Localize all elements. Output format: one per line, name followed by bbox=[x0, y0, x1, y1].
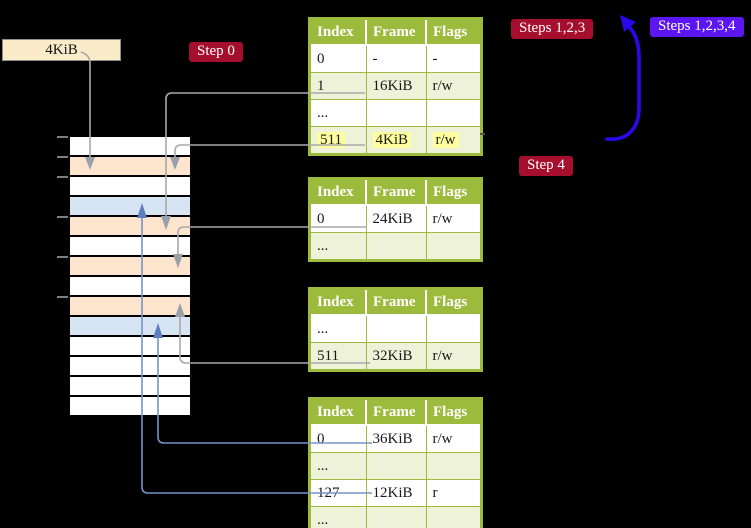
table-row: 511 32KiB r/w bbox=[309, 342, 482, 371]
steps1234-label: Steps 1,2,3,4 bbox=[650, 17, 744, 37]
table-cell: ... bbox=[309, 314, 367, 343]
frame-boundary-tick bbox=[57, 296, 68, 298]
table-cell: 511 bbox=[309, 342, 367, 371]
steps-loop-arrow bbox=[605, 24, 641, 141]
table-cell bbox=[425, 452, 482, 480]
table-cell: 36KiB bbox=[365, 424, 427, 453]
table-header-row: Index Frame Flags bbox=[308, 177, 483, 206]
page-table-level3: Index Frame Flags 0 24KiB r/w ... bbox=[308, 177, 483, 262]
table-cell: r/w bbox=[425, 72, 482, 100]
memory-stack bbox=[70, 137, 190, 417]
memory-row bbox=[70, 137, 190, 155]
table-cell: 0 bbox=[309, 44, 367, 73]
page-table-level2: Index Frame Flags ... 511 32KiB r/w bbox=[308, 287, 483, 372]
step0-label: Step 0 bbox=[189, 42, 243, 62]
table-row: 0 - - bbox=[309, 44, 482, 73]
memory-row bbox=[70, 237, 190, 255]
table-cell: 127 bbox=[309, 479, 367, 507]
table-cell: 24KiB bbox=[365, 204, 427, 233]
column-header-index: Index bbox=[308, 177, 367, 206]
table-cell: 0 bbox=[309, 424, 367, 453]
column-header-frame: Frame bbox=[365, 177, 427, 206]
table-cell bbox=[365, 452, 427, 480]
table-row: ... bbox=[309, 506, 482, 528]
table-cell bbox=[365, 506, 427, 528]
memory-row bbox=[70, 157, 190, 175]
step4-label: Step 4 bbox=[519, 156, 573, 176]
table-cell bbox=[365, 314, 427, 343]
table-cell: ... bbox=[309, 99, 367, 127]
table-row: 0 24KiB r/w bbox=[309, 204, 482, 233]
table-cell bbox=[365, 232, 427, 261]
table-cell bbox=[425, 506, 482, 528]
table-cell: ... bbox=[309, 232, 367, 261]
table-cell: 511 bbox=[309, 126, 367, 155]
memory-row bbox=[70, 257, 190, 275]
table-header-row: Index Frame Flags bbox=[308, 397, 483, 426]
column-header-flags: Flags bbox=[425, 17, 483, 46]
table-cell bbox=[365, 99, 427, 127]
memory-row bbox=[70, 197, 190, 215]
table-cell: r/w bbox=[425, 204, 482, 233]
table-cell: ... bbox=[309, 506, 367, 528]
frame-boundary-tick bbox=[57, 156, 68, 158]
frame-boundary-tick bbox=[57, 256, 68, 258]
frame-boundary-tick bbox=[57, 136, 68, 138]
table-cell: 16KiB bbox=[365, 72, 427, 100]
table-cell bbox=[425, 99, 482, 127]
memory-row bbox=[70, 277, 190, 295]
frame-boundary-tick bbox=[57, 176, 68, 178]
column-header-frame: Frame bbox=[365, 287, 427, 316]
highlighted-value: 511 bbox=[317, 131, 345, 148]
column-header-frame: Frame bbox=[365, 17, 427, 46]
table-row: ... bbox=[309, 452, 482, 480]
table-cell: 4KiB bbox=[365, 126, 427, 155]
table-cell bbox=[425, 232, 482, 261]
highlighted-value: 4KiB bbox=[372, 131, 412, 148]
memory-row bbox=[70, 297, 190, 315]
frame-boundary-tick bbox=[57, 216, 68, 218]
table-row: 0 36KiB r/w bbox=[309, 424, 482, 453]
table-cell: 32KiB bbox=[365, 342, 427, 371]
table-row: 1 16KiB r/w bbox=[309, 72, 482, 100]
memory-row bbox=[70, 357, 190, 375]
memory-row bbox=[70, 377, 190, 395]
steps123-label: Steps 1,2,3 bbox=[511, 19, 594, 39]
table-cell: - bbox=[425, 44, 482, 73]
table-cell: r/w bbox=[425, 126, 482, 155]
memory-row bbox=[70, 397, 190, 415]
frame-size-label: 4KiB bbox=[2, 39, 121, 61]
table-cell: r bbox=[425, 479, 482, 507]
memory-row bbox=[70, 177, 190, 195]
table-cell: 12KiB bbox=[365, 479, 427, 507]
table-row-highlighted: 511 4KiB r/w bbox=[309, 126, 482, 155]
memory-row bbox=[70, 217, 190, 235]
table-row: 127 12KiB r bbox=[309, 479, 482, 507]
table-cell: ... bbox=[309, 452, 367, 480]
table-cell bbox=[425, 314, 482, 343]
table-cell: r/w bbox=[425, 342, 482, 371]
highlighted-value: r/w bbox=[432, 131, 459, 148]
table-header-row: Index Frame Flags bbox=[308, 17, 483, 46]
page-table-level4: Index Frame Flags 0 - - 1 16KiB r/w ... … bbox=[308, 17, 483, 156]
memory-row bbox=[70, 337, 190, 355]
arrow-up-left-icon bbox=[620, 15, 636, 32]
table-row: ... bbox=[309, 99, 482, 127]
table-row: ... bbox=[309, 314, 482, 343]
column-header-flags: Flags bbox=[425, 287, 483, 316]
table-cell: 1 bbox=[309, 72, 367, 100]
column-header-flags: Flags bbox=[425, 177, 483, 206]
table-cell: r/w bbox=[425, 424, 482, 453]
page-table-level1: Index Frame Flags 0 36KiB r/w ... 127 12… bbox=[308, 397, 483, 528]
column-header-frame: Frame bbox=[365, 397, 427, 426]
table-cell: - bbox=[365, 44, 427, 73]
column-header-index: Index bbox=[308, 397, 367, 426]
table-header-row: Index Frame Flags bbox=[308, 287, 483, 316]
column-header-index: Index bbox=[308, 17, 367, 46]
column-header-index: Index bbox=[308, 287, 367, 316]
memory-row bbox=[70, 317, 190, 335]
column-header-flags: Flags bbox=[425, 397, 483, 426]
table-cell: 0 bbox=[309, 204, 367, 233]
table-row: ... bbox=[309, 232, 482, 261]
